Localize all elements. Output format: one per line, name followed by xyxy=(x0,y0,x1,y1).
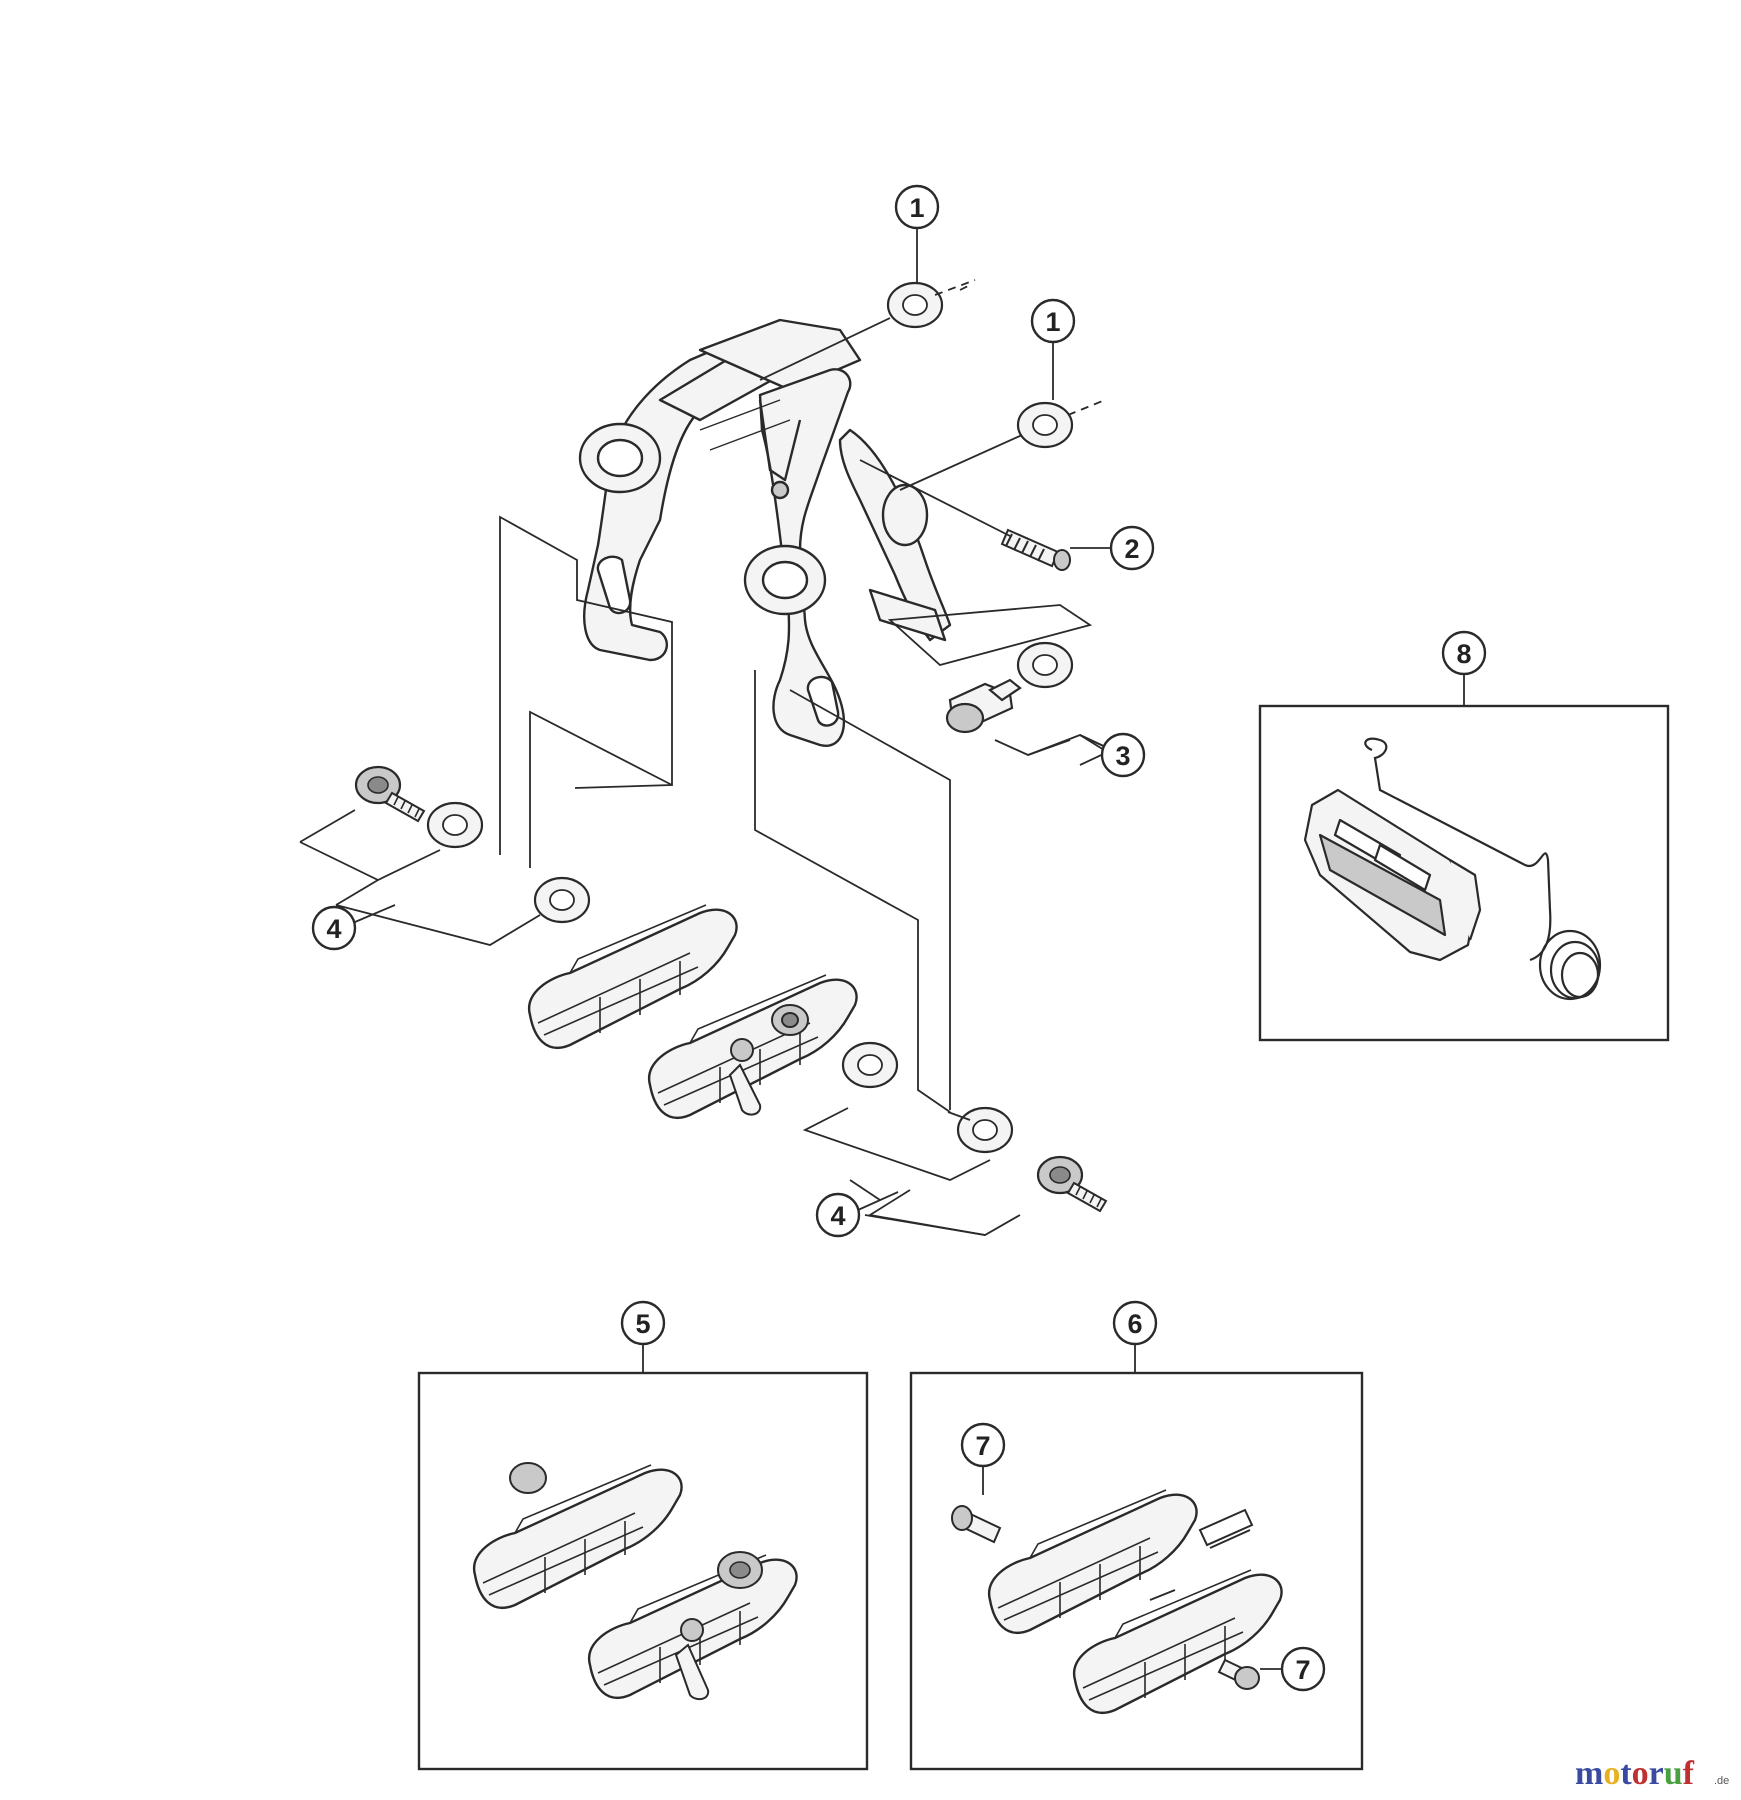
watermark-logo: motoruf .de xyxy=(1575,1755,1729,1792)
svg-text:motoruf: motoruf xyxy=(1575,1755,1695,1792)
callout-8: 8 xyxy=(1441,630,1487,676)
wm-char: o xyxy=(1632,1755,1649,1792)
nut-washer xyxy=(1016,641,1074,689)
box6-insert-upper xyxy=(987,1488,1198,1635)
adjusting-screw xyxy=(1000,528,1071,571)
callout-1-upper: 1 xyxy=(894,184,940,230)
inset-box-5 xyxy=(417,1371,869,1771)
pad-washer-left-a xyxy=(426,801,484,849)
svg-text:4: 4 xyxy=(830,1201,845,1231)
svg-text:1: 1 xyxy=(909,193,924,223)
brake-caliper-assembly xyxy=(578,318,952,747)
pivot-left-inner xyxy=(596,438,644,478)
wm-char: t xyxy=(1620,1755,1632,1792)
wm-char: o xyxy=(1603,1755,1620,1792)
pad-washer-right-b xyxy=(956,1106,1014,1154)
cartridge-set-6 xyxy=(951,1488,1283,1715)
watermark-suffix: .de xyxy=(1714,1775,1729,1787)
assembly-lines xyxy=(299,228,1465,1670)
callout-1-lower: 1 xyxy=(1030,298,1076,344)
callout-2: 2 xyxy=(1109,525,1155,571)
svg-text:2: 2 xyxy=(1124,534,1139,564)
wm-char: f xyxy=(1683,1755,1695,1792)
callout-5: 5 xyxy=(620,1300,666,1346)
svg-text:6: 6 xyxy=(1127,1309,1142,1339)
svg-text:7: 7 xyxy=(1295,1655,1310,1685)
reflector-bracket xyxy=(1303,788,1482,962)
pad-washer-right-a xyxy=(841,1041,899,1089)
callout-6: 6 xyxy=(1112,1300,1158,1346)
callout-7-lower: 7 xyxy=(1280,1646,1326,1692)
pad-washer-left-b xyxy=(533,876,591,924)
shoe-set-5 xyxy=(472,1462,798,1701)
box5-shoe-upper xyxy=(472,1463,683,1610)
svg-text:8: 8 xyxy=(1456,639,1471,669)
callout-7-upper: 7 xyxy=(960,1422,1006,1468)
svg-text:5: 5 xyxy=(635,1309,650,1339)
washer-lower xyxy=(1016,401,1074,449)
wm-char: r xyxy=(1649,1755,1664,1792)
mounting-nut xyxy=(945,678,1022,734)
svg-text:7: 7 xyxy=(975,1431,990,1461)
retaining-spring xyxy=(1364,737,1602,1001)
svg-text:3: 3 xyxy=(1115,741,1130,771)
svg-text:4: 4 xyxy=(326,914,341,944)
shoe-mount-stud xyxy=(728,1004,809,1116)
pad-fixing-bolt-left xyxy=(354,765,426,823)
washer-upper xyxy=(886,281,944,329)
wm-char: m xyxy=(1575,1755,1603,1792)
callout-3: 3 xyxy=(1100,732,1146,778)
inset-box-8 xyxy=(1258,704,1670,1042)
wm-char: u xyxy=(1664,1755,1683,1792)
callout-4-lower: 4 xyxy=(815,1192,861,1238)
callout-4-upper: 4 xyxy=(311,905,357,951)
svg-text:1: 1 xyxy=(1045,307,1060,337)
pivot-center-inner xyxy=(761,560,809,600)
inset-box-6 xyxy=(909,1371,1364,1771)
pad-fixing-bolt-right xyxy=(1036,1155,1108,1213)
